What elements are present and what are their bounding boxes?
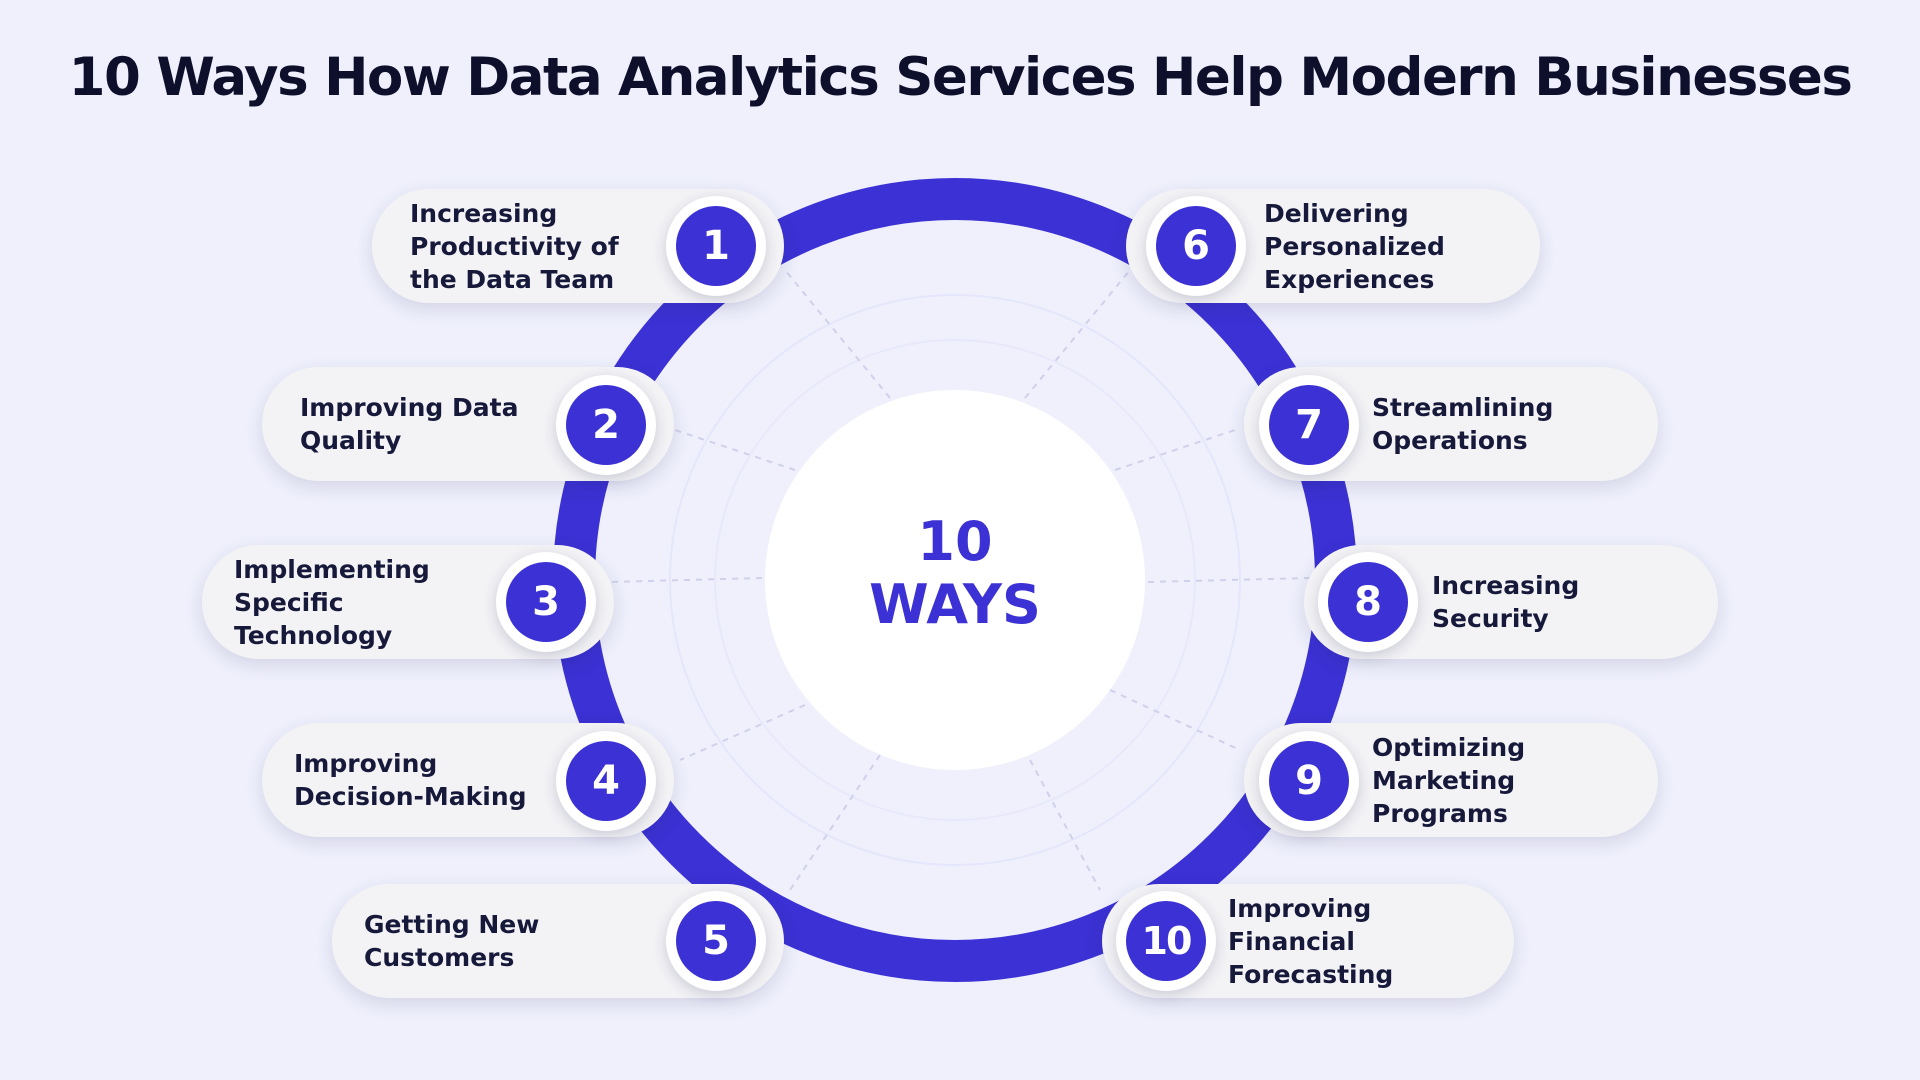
spoke-1 [784,269,891,399]
spoke-2 [674,429,796,471]
way-number-6: 6 [1156,206,1236,286]
center-circle [765,390,1145,770]
way-label-4: Improving Decision-Making [294,749,527,811]
way-badge-6: 6 [1146,196,1246,296]
way-number-4: 4 [566,741,646,821]
way-badge-8: 8 [1318,552,1418,652]
way-number-1: 1 [676,206,756,286]
way-number-5: 5 [676,901,756,981]
way-number-2: 2 [566,385,646,465]
decorative-ring-outer [669,294,1241,866]
way-label-3: Implementing Specific Technology [234,554,430,650]
page-title: 10 Ways How Data Analytics Services Help… [68,47,1853,108]
spoke-5 [789,754,881,891]
way-label-7: Streamlining Operations [1372,393,1554,455]
way-label-5: Getting New Customers [364,910,540,972]
spoke-6 [1024,269,1131,399]
way-number-8: 8 [1328,562,1408,642]
center-number: 10 [917,510,993,573]
way-badge-10: 10 [1116,891,1216,991]
spoke-9 [1109,689,1241,751]
spoke-10 [1029,759,1101,891]
way-label-2: Improving Data Quality [300,393,519,455]
way-label-8: Increasing Security [1432,571,1580,633]
way-badge-9: 9 [1259,731,1359,831]
way-number-7: 7 [1269,385,1349,465]
way-badge-4: 4 [556,731,656,831]
way-label-10: Improving Financial Forecasting [1228,893,1394,989]
spoke-7 [1114,429,1236,471]
way-badge-7: 7 [1259,375,1359,475]
spoke-4 [679,704,806,761]
center-label: 10 WAYS [765,510,1145,636]
center-word: WAYS [869,573,1041,636]
way-label-6: Delivering Personalized Experiences [1264,198,1445,294]
decorative-ring-inner [714,339,1196,821]
way-number-3: 3 [506,562,586,642]
way-badge-3: 3 [496,552,596,652]
spoke-3 [609,577,763,583]
way-label-1: Increasing Productivity of the Data Team [410,198,619,294]
way-badge-5: 5 [666,891,766,991]
way-label-9: Optimizing Marketing Programs [1372,732,1526,828]
way-number-9: 9 [1269,741,1349,821]
way-badge-1: 1 [666,196,766,296]
spoke-8 [1147,577,1311,583]
dashed-spokes [609,269,1311,891]
way-number-10: 10 [1126,901,1206,981]
way-badge-2: 2 [556,375,656,475]
